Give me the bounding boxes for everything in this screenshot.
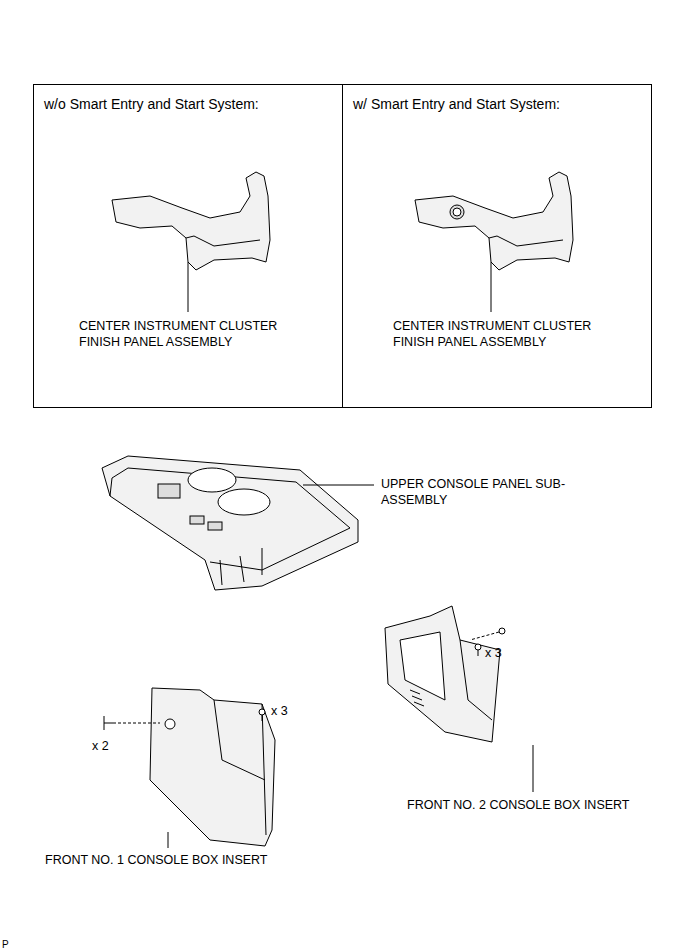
part-name: CENTER INSTRUMENT CLUSTER FINISH PANEL A… [393, 318, 608, 351]
part-name: UPPER CONSOLE PANEL SUB- ASSEMBLY [381, 476, 591, 509]
leader-lines [168, 262, 533, 848]
part-name: CENTER INSTRUMENT CLUSTER FINISH PANEL A… [79, 318, 294, 351]
quantity-note: x 3 [485, 645, 525, 661]
quantity-note: x 2 [92, 738, 132, 754]
part-name: FRONT NO. 2 CONSOLE BOX INSERT [407, 797, 677, 813]
figure-code: P [2, 938, 22, 951]
variant-heading: w/o Smart Entry and Start System: [44, 95, 334, 113]
variant-panel: w/o Smart Entry and Start System: CENTER … [33, 84, 343, 408]
fastener-symbols [104, 628, 505, 730]
console-panel [102, 456, 358, 590]
start-switch [450, 205, 464, 219]
quantity-note: x 3 [271, 703, 311, 719]
finish-panel [415, 172, 573, 270]
console-insert [385, 606, 500, 742]
part-name: FRONT NO. 1 CONSOLE BOX INSERT [45, 852, 325, 868]
console-insert [150, 688, 275, 846]
finish-panel [112, 172, 270, 270]
variant-heading: w/ Smart Entry and Start System: [353, 95, 643, 113]
variant-panel: w/ Smart Entry and Start System: CENTER I… [342, 84, 652, 408]
